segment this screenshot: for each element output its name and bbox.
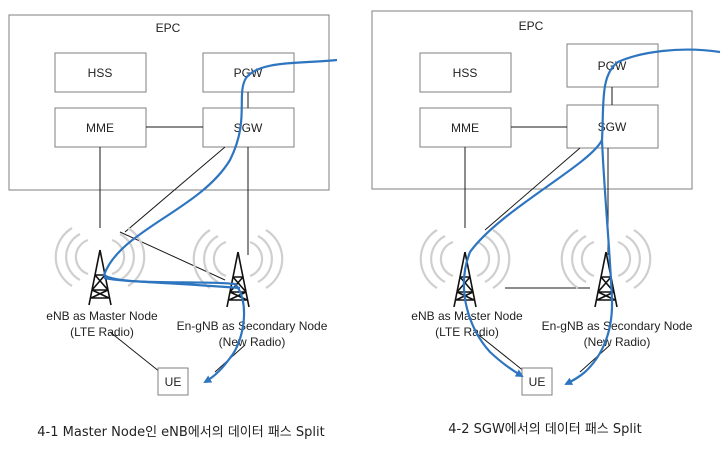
epc-container [371,10,693,190]
left-diagram: EPC HSS PGW MME SGW eNB as Master Node (… [8,14,338,440]
right-caption: 4-2 SGW에서의 데이터 패스 Split [448,422,641,437]
right-data-path-trunk [600,48,721,141]
epc-label: EPC [156,21,181,35]
epc-container [8,14,330,191]
mme-box [419,107,512,148]
pgw-box [566,43,659,88]
gnb-label-line1: En-gNB as Secondary Node [177,319,328,333]
ue-label: UE [165,375,182,389]
mme-label: MME [86,121,114,135]
hss-label: HSS [88,66,113,80]
pgw-box [202,52,295,93]
sgw-enb-link [484,147,581,231]
right-data-path-nr [564,139,614,385]
sgw-label: SGW [234,121,263,135]
left-split-branch [103,276,241,290]
hss-box [54,52,147,93]
gnb-label-line1: En-gNB as Secondary Node [542,319,693,333]
gnb-antenna-icon [560,228,652,308]
sgw-box [566,104,659,149]
hss-label: HSS [453,66,478,80]
enb-label-line1: eNB as Master Node [411,309,523,323]
left-caption: 4-1 Master Node인 eNB에서의 데이터 패스 Split [37,425,324,440]
enb-label-line1: eNB as Master Node [46,309,158,323]
enb-ue-link [109,331,161,373]
epc-label: EPC [519,19,544,33]
enb-antenna-icon [54,226,146,306]
ue-box [521,367,553,396]
left-data-path [102,58,338,383]
enb-ue-link [474,331,526,373]
ue-label: UE [529,375,546,389]
hss-box [419,52,512,93]
gnb-label-line2: (New Radio) [584,335,651,349]
right-diagram: EPC HSS PGW MME SGW eNB as Master Node (… [371,10,721,437]
right-data-path-lte [462,139,603,377]
gnb-antenna-icon [192,228,284,308]
mme-label: MME [451,121,479,135]
sgw-enb-link [124,146,226,233]
enb-label-line2: (LTE Radio) [70,325,134,339]
gnb-label-line2: (New Radio) [219,335,286,349]
enb-label-line2: (LTE Radio) [435,325,499,339]
gnb-ue-link [579,344,611,373]
ue-box [157,367,189,396]
sgw-label: SGW [598,120,627,134]
sgw-box [202,107,295,148]
